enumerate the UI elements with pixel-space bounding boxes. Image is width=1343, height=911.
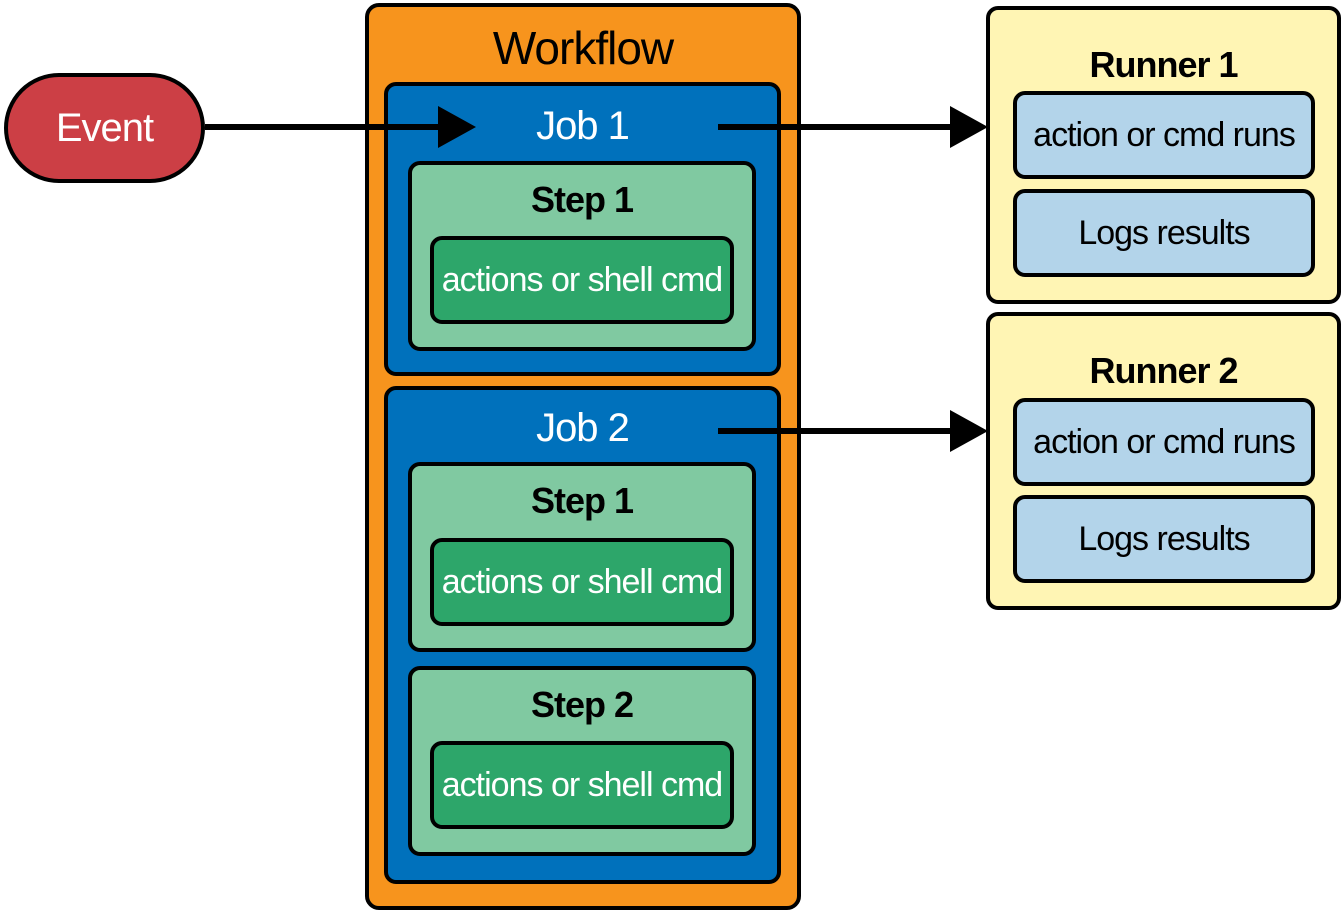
arrow-job-1-to-runner-1	[718, 106, 988, 148]
workflow-title: Workflow	[492, 22, 674, 74]
arrow-job-2-to-runner-2	[718, 410, 988, 452]
job-2-title: Job 2	[536, 406, 630, 450]
command-label: actions or shell cmd	[441, 765, 723, 804]
job-2-step-1-command: actions or shell cmd	[430, 538, 734, 626]
event-label: Event	[55, 105, 154, 150]
job-1-title: Job 1	[536, 104, 630, 148]
runner-item-label: action or cmd runs	[1033, 422, 1296, 461]
event-node: Event	[4, 73, 205, 183]
command-label: actions or shell cmd	[441, 562, 723, 601]
job-2-step-1-title: Step 1	[530, 480, 634, 521]
runner-item-label: Logs results	[1078, 519, 1250, 558]
job-1-step-1-command: actions or shell cmd	[430, 236, 734, 324]
runner-2-item-run: action or cmd runs	[1013, 398, 1315, 486]
job-1-step-1-title: Step 1	[530, 179, 634, 220]
runner-1-item-logs: Logs results	[1013, 189, 1315, 277]
runner-1-item-run: action or cmd runs	[1013, 91, 1315, 179]
arrow-event-to-job-1	[205, 106, 476, 148]
job-2-step-2-title: Step 2	[530, 684, 634, 725]
runner-item-label: Logs results	[1078, 213, 1250, 252]
job-2-step-2-command: actions or shell cmd	[430, 741, 734, 829]
runner-2-title: Runner 2	[1089, 350, 1238, 391]
command-label: actions or shell cmd	[441, 260, 723, 299]
runner-item-label: action or cmd runs	[1033, 115, 1296, 154]
runner-2-item-logs: Logs results	[1013, 495, 1315, 583]
runner-1-title: Runner 1	[1089, 44, 1238, 85]
